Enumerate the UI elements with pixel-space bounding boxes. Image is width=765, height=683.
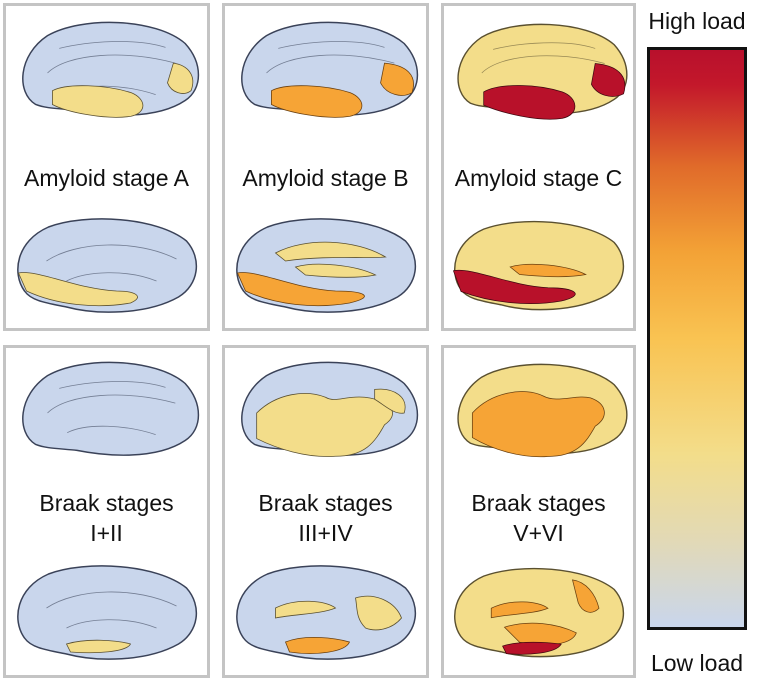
panel-braak-5-6: Braak stages V+VI — [441, 345, 636, 678]
medial-brain-braak-5-6 — [444, 558, 633, 668]
panel-label: Amyloid stage C — [454, 165, 623, 191]
panel-label: Amyloid stage A — [24, 165, 189, 191]
lateral-brain-amyloid-b — [225, 14, 426, 132]
panel-label-sub: V+VI — [513, 520, 564, 546]
colorbar-low-label: Low load — [650, 650, 744, 676]
lateral-brain-braak-3-4 — [225, 354, 426, 472]
lateral-brain-braak-1-2 — [6, 354, 207, 472]
panel-amyloid-c: Amyloid stage C — [441, 3, 636, 331]
lateral-brain-amyloid-c — [444, 14, 633, 132]
panel-braak-3-4: Braak stages III+IV — [222, 345, 429, 678]
panel-label: Amyloid stage B — [242, 165, 409, 191]
colorbar-gradient — [647, 47, 747, 630]
panel-label: Braak stages — [258, 490, 393, 516]
panel-label-sub: III+IV — [298, 520, 353, 546]
lateral-brain-amyloid-a — [6, 14, 207, 132]
lateral-brain-braak-5-6 — [444, 354, 633, 472]
medial-brain-braak-1-2 — [6, 558, 207, 668]
panel-label: Braak stages — [39, 490, 174, 516]
panel-label: Braak stages — [471, 490, 606, 516]
medial-brain-amyloid-a — [6, 211, 207, 321]
medial-brain-amyloid-c — [444, 211, 633, 321]
panel-braak-1-2: Braak stages I+II — [3, 345, 210, 678]
panel-label-sub: I+II — [90, 520, 123, 546]
panel-amyloid-b: Amyloid stage B — [222, 3, 429, 331]
colorbar-high-label: High load — [648, 8, 746, 34]
medial-brain-amyloid-b — [225, 211, 426, 321]
medial-brain-braak-3-4 — [225, 558, 426, 668]
panel-amyloid-a: Amyloid stage A — [3, 3, 210, 331]
